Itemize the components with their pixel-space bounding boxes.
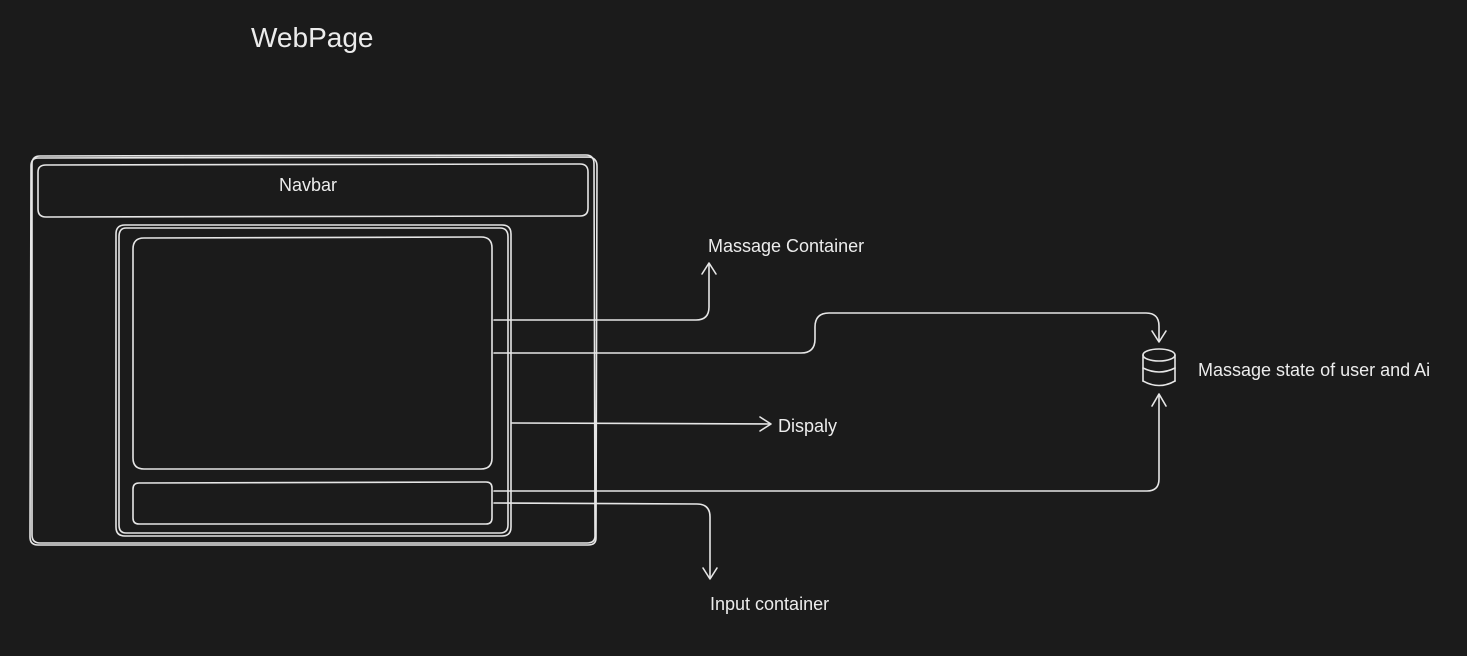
display-label: Dispaly — [778, 416, 838, 436]
message-container-label: Massage Container — [708, 236, 865, 256]
navbar-label: Navbar — [279, 175, 338, 195]
database-icon — [1142, 348, 1176, 387]
navbar-box — [37, 163, 589, 218]
arrow-to-message-container — [493, 262, 717, 321]
arrow-message-to-database — [493, 312, 1167, 354]
input-container-label: Input container — [710, 594, 830, 614]
arrow-input-to-database — [493, 393, 1167, 492]
diagram-title: WebPage — [251, 22, 374, 53]
display-container-box — [115, 224, 512, 537]
input-container-box — [132, 481, 493, 525]
arrow-to-input-container — [493, 502, 718, 580]
webpage-frame — [29, 154, 598, 546]
message-state-label: Massage state of user and Ai — [1198, 360, 1431, 380]
arrow-to-display — [511, 416, 772, 432]
message-container-box — [132, 236, 493, 470]
